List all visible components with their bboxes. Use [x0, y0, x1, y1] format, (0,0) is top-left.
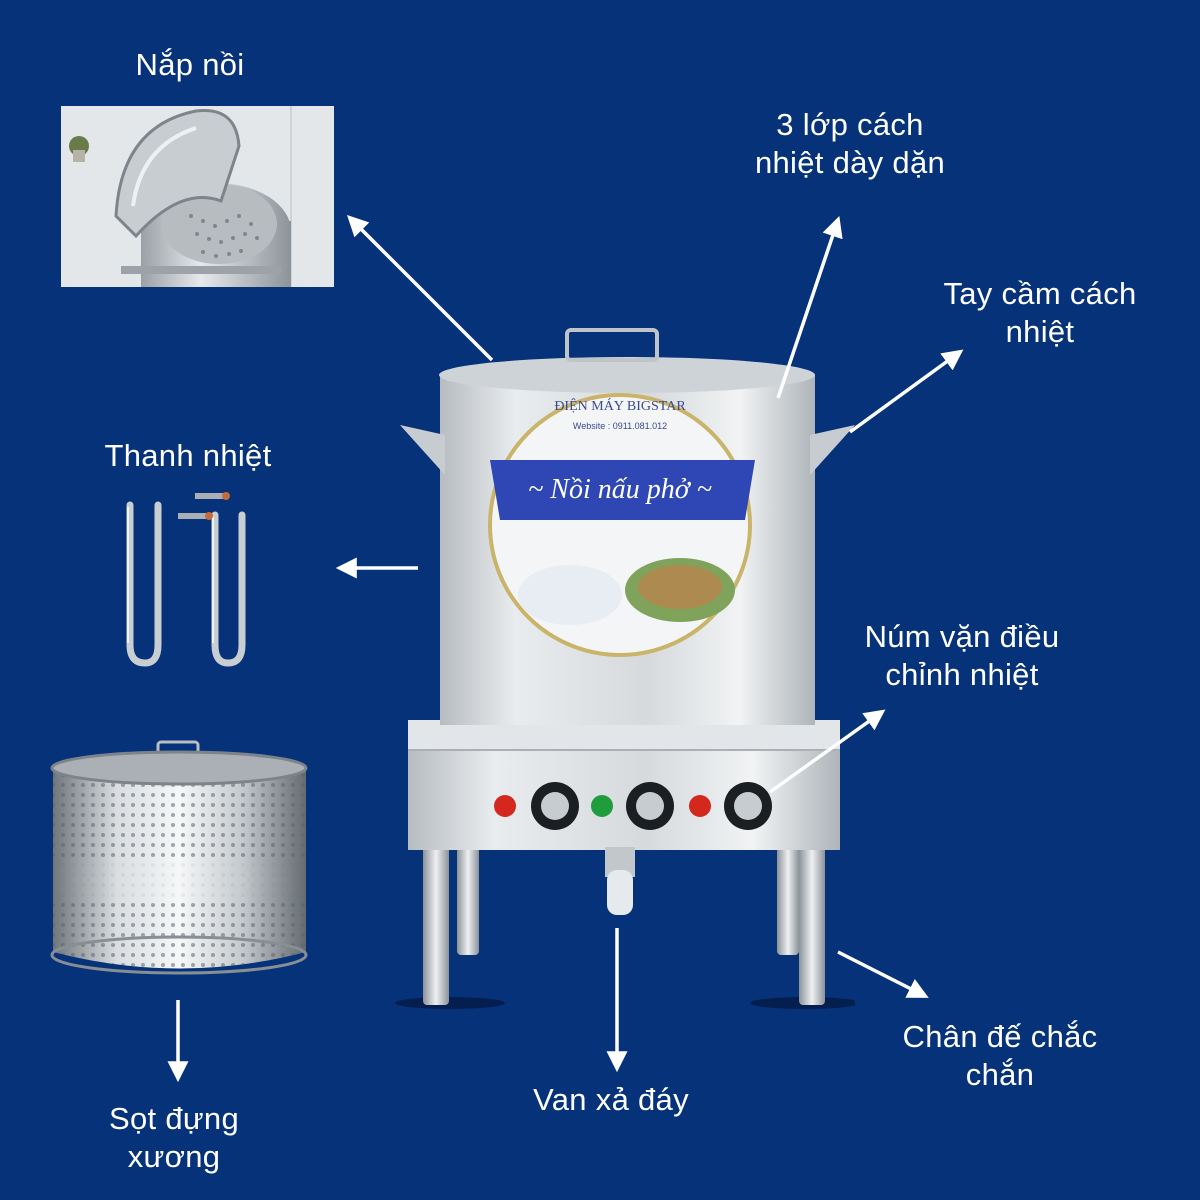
svg-text:Website : 0911.081.012: Website : 0911.081.012: [573, 421, 667, 431]
svg-text:ĐIỆN MÁY BIGSTAR: ĐIỆN MÁY BIGSTAR: [554, 397, 686, 414]
arrow-insulation: [776, 216, 843, 399]
label-heater: Thanh nhiệt: [104, 438, 272, 473]
arrow-knob: [768, 709, 886, 794]
label-legs: Chân đế chắc chắn: [902, 1019, 1098, 1092]
label-knob: Núm vặn điều chỉnh nhiệt: [864, 619, 1060, 692]
pho-cooker-illustration: ĐIỆN MÁY BIGSTAR Website : 0911.081.012 …: [395, 328, 855, 1009]
arrow-handle: [848, 349, 964, 434]
label-handle: Tay cầm cách nhiệt: [943, 276, 1137, 349]
label-drain: Van xả đáy: [533, 1082, 689, 1117]
lid-photo: [61, 106, 334, 287]
heater-rods-illustration: [126, 492, 246, 667]
svg-text:~ Nồi nấu phở ~: ~ Nồi nấu phở ~: [528, 474, 712, 505]
arrow-lid: [347, 215, 494, 362]
label-insulation: 3 lớp cách nhiệt dày dặn: [754, 107, 946, 180]
label-lid: Nắp nồi: [135, 47, 245, 82]
lid-photo-illustration: [61, 106, 334, 287]
bone-basket-illustration: [50, 740, 308, 975]
arrow-legs: [837, 950, 929, 998]
label-basket: Sọt đựng xương: [108, 1101, 240, 1174]
